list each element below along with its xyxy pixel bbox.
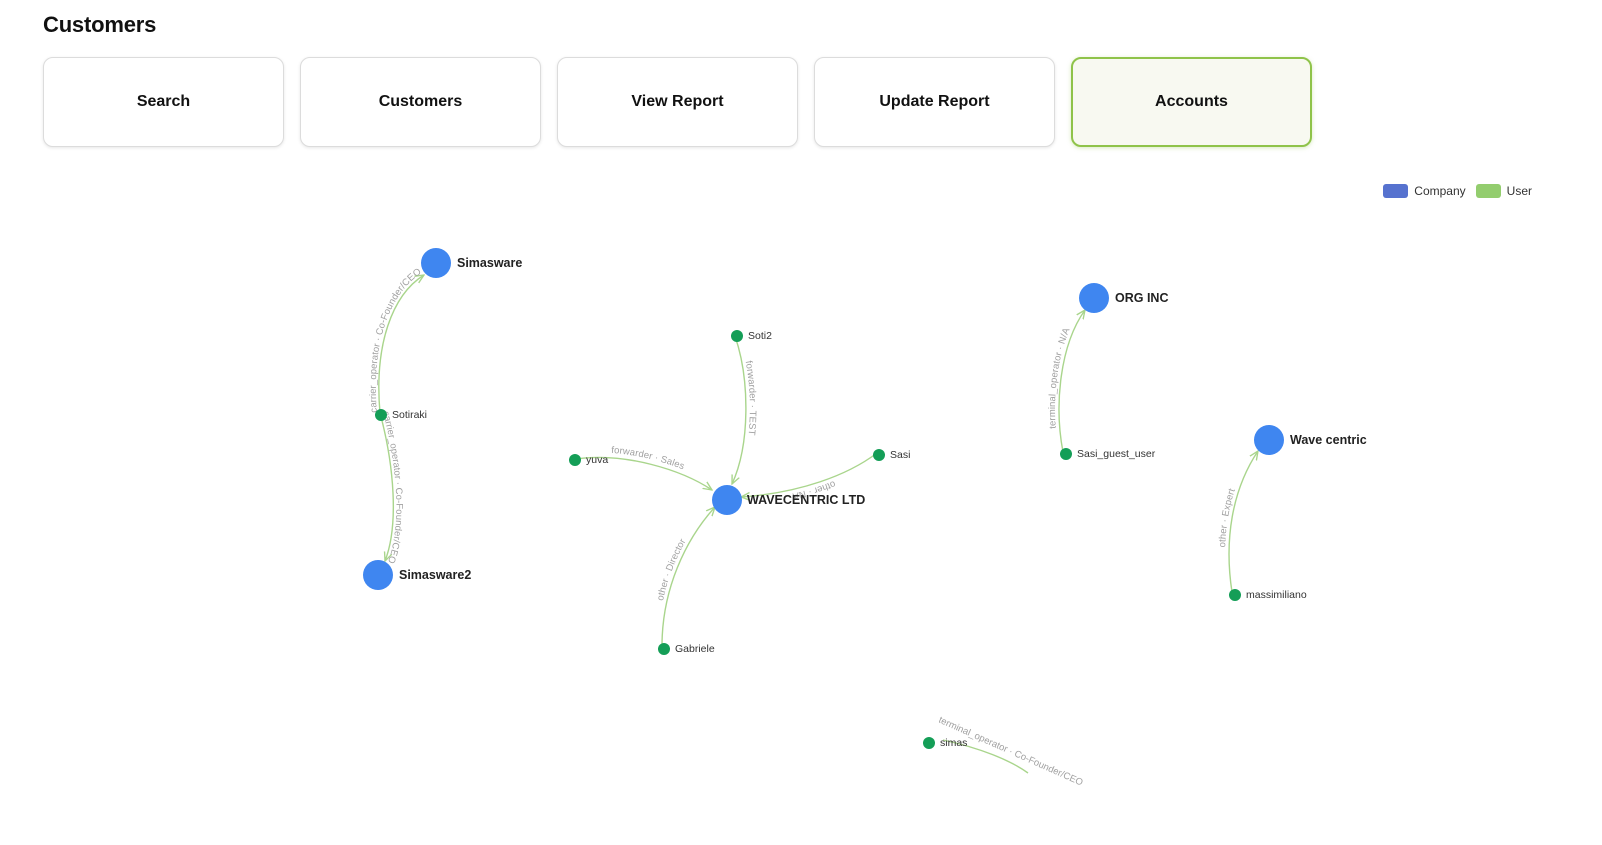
company-label-wavecentric-ltd: WAVECENTRIC LTD: [747, 493, 865, 507]
edge-simas[interactable]: [942, 739, 1029, 774]
edge-sotiraki-simasware[interactable]: [378, 275, 424, 414]
user-node-gabriele[interactable]: Gabriele: [658, 643, 715, 655]
search-button[interactable]: Search: [43, 57, 284, 147]
accounts-button[interactable]: Accounts: [1071, 57, 1312, 147]
edge-label-massimiliano-wavecentric: other · Expert: [1217, 487, 1238, 548]
edge-gabriele-wavecentric[interactable]: [661, 507, 715, 647]
company-label-wave-centric: Wave centric: [1290, 433, 1367, 447]
customers-button[interactable]: Customers: [300, 57, 541, 147]
legend-item-user[interactable]: User: [1475, 184, 1532, 198]
user-node-sasi[interactable]: Sasi: [873, 449, 910, 461]
user-label-gabriele: Gabriele: [675, 643, 715, 655]
user-label-soti2: Soti2: [748, 330, 772, 342]
legend-label-company: Company: [1414, 184, 1466, 198]
legend-swatch-company: [1383, 184, 1409, 198]
company-node-simasware[interactable]: Simasware: [421, 248, 522, 278]
user-node-yuva[interactable]: yuva: [569, 454, 608, 466]
user-label-sotiraki: Sotiraki: [392, 409, 427, 421]
edge-label-simas: terminal_operator · Co-Founder/CEO: [937, 715, 1085, 789]
legend-label-user: User: [1506, 184, 1532, 198]
edge-massimiliano-wavecentric[interactable]: [1228, 451, 1258, 593]
update-report-button[interactable]: Update Report: [814, 57, 1055, 147]
edge-sasiguest-orginc[interactable]: [1058, 310, 1085, 453]
user-node-sotiraki[interactable]: Sotiraki: [375, 409, 427, 421]
graph-legend: Company User: [1383, 184, 1532, 198]
user-label-yuva: yuva: [586, 454, 608, 466]
user-label-sasi: Sasi: [890, 449, 910, 461]
user-node-simas[interactable]: simas: [923, 737, 967, 749]
edge-sotiraki-simasware2[interactable]: [379, 412, 394, 561]
user-label-simas: simas: [940, 737, 967, 749]
edge-soti2-wavecentric[interactable]: [732, 335, 747, 484]
edge-label-sotiraki-simasware: carrier_operator · Co-Founder/CEO: [368, 266, 424, 413]
nav-button-row: Search Customers View Report Update Repo…: [43, 57, 1312, 147]
legend-item-company[interactable]: Company: [1383, 184, 1466, 198]
company-node-wave-centric[interactable]: Wave centric: [1254, 425, 1367, 455]
user-node-sasi-guest-user[interactable]: Sasi_guest_user: [1060, 448, 1156, 460]
company-label-simasware: Simasware: [457, 256, 522, 270]
company-node-wavecentric-ltd[interactable]: WAVECENTRIC LTD: [712, 485, 865, 515]
edge-sasi-wavecentric[interactable]: [741, 452, 878, 497]
legend-swatch-user: [1475, 184, 1501, 198]
edge-yuva-wavecentric[interactable]: [575, 456, 712, 490]
company-node-org-inc[interactable]: ORG INC: [1079, 283, 1168, 313]
company-node-simasware2[interactable]: Simasware2: [363, 560, 471, 590]
user-label-sasi-guest-user: Sasi_guest_user: [1077, 448, 1156, 460]
company-label-org-inc: ORG INC: [1115, 291, 1168, 305]
user-node-massimiliano[interactable]: massimiliano: [1229, 589, 1307, 601]
user-label-massimiliano: massimiliano: [1246, 589, 1307, 601]
user-node-soti2[interactable]: Soti2: [731, 330, 772, 342]
view-report-button[interactable]: View Report: [557, 57, 798, 147]
page-title: Customers: [43, 12, 157, 37]
company-label-simasware2: Simasware2: [399, 568, 471, 582]
edge-label-gabriele-wavecentric: other · Director: [655, 537, 688, 602]
